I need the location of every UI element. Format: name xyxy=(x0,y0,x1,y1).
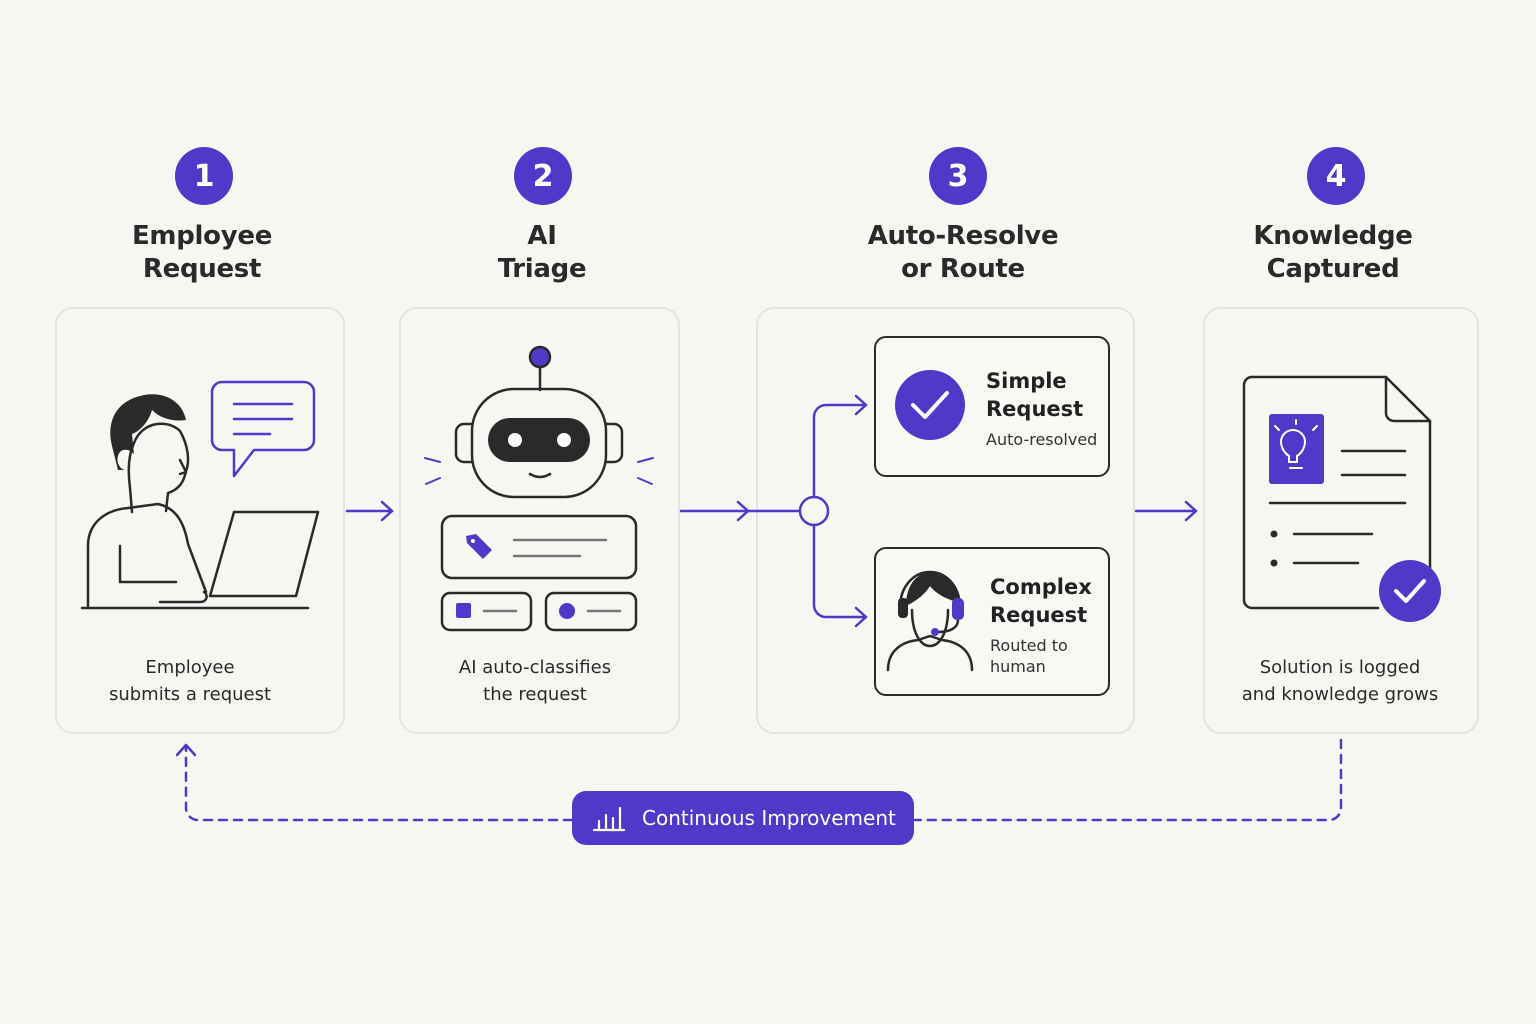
loop-arrowhead xyxy=(175,743,197,757)
feedback-loop xyxy=(184,738,1343,822)
step-2-badge: 2 xyxy=(514,147,572,205)
branch-connector xyxy=(746,394,868,628)
step-3-badge: 3 xyxy=(929,147,987,205)
step-4-badge: 4 xyxy=(1307,147,1365,205)
continuous-improvement-badge: Continuous Improvement xyxy=(572,791,914,845)
arrow-3-to-4 xyxy=(1134,500,1198,522)
step-1-badge: 1 xyxy=(175,147,233,205)
continuous-improvement-label: Continuous Improvement xyxy=(642,806,896,830)
simple-request-subtitle: Auto-resolved xyxy=(986,430,1098,449)
step-1-card xyxy=(55,307,345,734)
bar-chart-icon xyxy=(592,806,626,832)
branch-node xyxy=(798,495,830,527)
arrow-1-to-2 xyxy=(345,500,394,522)
arrow-2-to-3 xyxy=(679,500,750,522)
